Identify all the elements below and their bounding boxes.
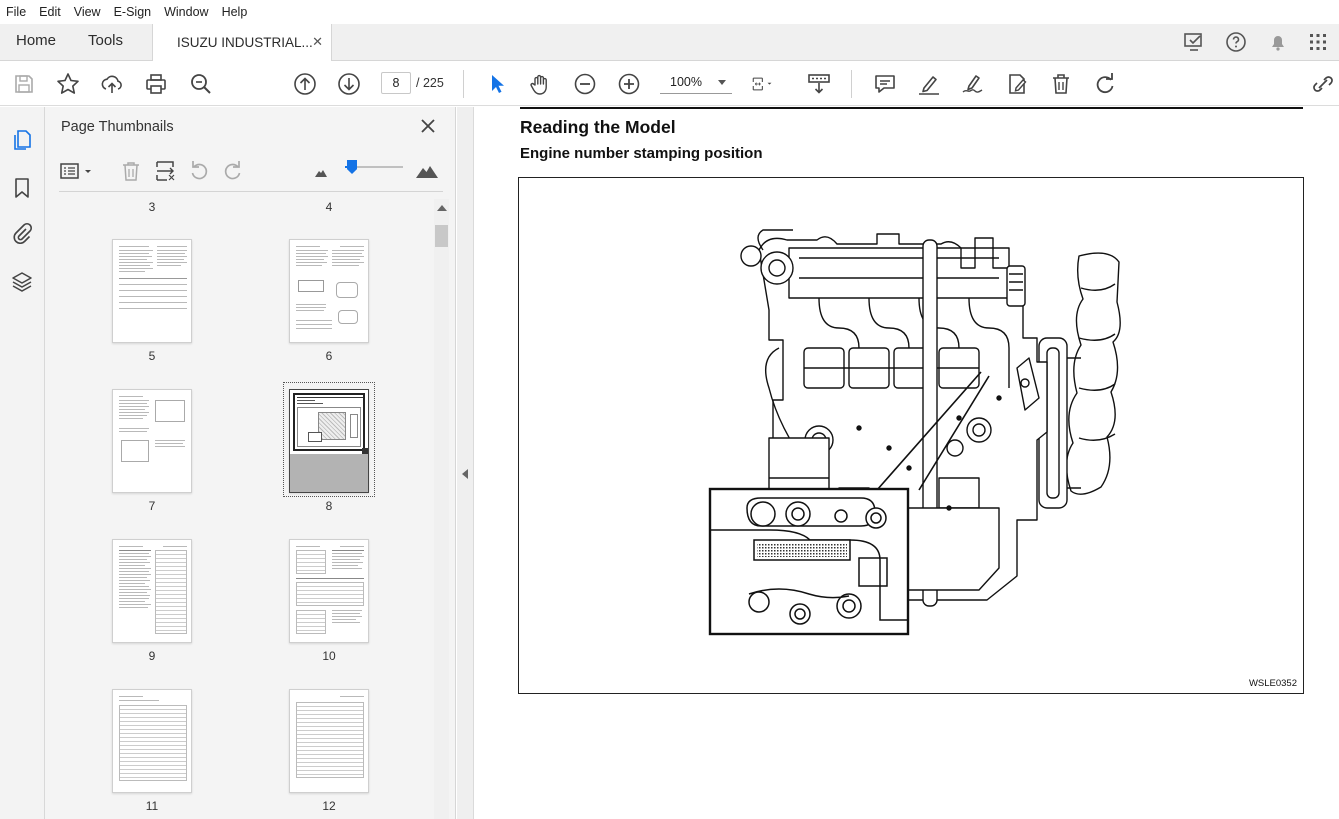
zoom-in-icon[interactable] [616,71,642,97]
thumbnail-label: 12 [322,799,336,813]
chevron-left-icon [462,469,468,479]
page-total: / 225 [416,76,444,90]
large-mountain-icon [415,159,439,183]
scrollbar-thumb[interactable] [435,225,448,247]
thumbnail-label: 10 [322,649,336,663]
chevron-down-icon [718,80,726,85]
header-rule [520,107,1303,109]
thumbnail-scrollbar[interactable] [434,199,449,819]
engine-figure: WSLE0352 [518,177,1304,694]
fit-page-icon[interactable] [750,71,790,97]
menu-bar: File Edit View E-Sign Window Help [0,0,1339,24]
scroll-up-icon[interactable] [437,205,447,211]
page-subheading: Engine number stamping position [520,145,763,162]
page-heading: Reading the Model [520,117,676,137]
notification-bell-icon[interactable] [1266,30,1290,54]
scroll-mode-icon[interactable] [806,71,832,97]
page-thumbnail-6[interactable] [289,239,369,343]
engine-drawing [708,229,1121,636]
page-thumbnail-9[interactable] [112,539,192,643]
menu-edit[interactable]: Edit [39,5,61,19]
draw-signature-icon[interactable] [960,71,986,97]
zoom-search-icon[interactable] [188,71,214,97]
panel-collapse-handle[interactable] [457,107,474,819]
attachment-icon[interactable] [11,222,33,244]
toolbar-separator [851,70,852,98]
tab-tools[interactable]: Tools [88,32,124,49]
page-thumbnails-icon[interactable] [11,129,33,151]
cursor-icon[interactable] [484,71,510,97]
edit-text-icon[interactable] [1004,71,1030,97]
slider-handle[interactable] [347,160,357,174]
tab-document-label: ISUZU INDUSTRIAL... [177,35,313,50]
tab-bar: Home Tools ISUZU INDUSTRIAL... ✕ [0,24,1339,61]
share-link-icon[interactable] [1310,71,1336,97]
rotate-left-icon[interactable] [187,159,211,183]
print-icon[interactable] [143,71,169,97]
tab-document[interactable]: ISUZU INDUSTRIAL... ✕ [152,24,332,61]
page-thumbnail-12[interactable] [289,689,369,793]
page-thumbnail-8[interactable] [289,389,369,493]
zoom-level-value: 100% [670,75,702,89]
thumbnail-label: 11 [145,799,159,813]
navigation-rail [0,107,45,819]
close-panel-icon[interactable] [418,116,438,136]
save-icon[interactable] [11,71,37,97]
menu-view[interactable]: View [73,5,101,19]
menu-file[interactable]: File [6,5,27,19]
upload-icon[interactable] [99,71,125,97]
menu-window[interactable]: Window [164,5,209,19]
layers-icon[interactable] [11,270,33,292]
thumbnail-options-icon[interactable] [59,159,97,183]
zoom-out-icon[interactable] [572,71,598,97]
zoom-level-select[interactable]: 100% [660,72,732,94]
hand-icon[interactable] [527,71,553,97]
page-thumbnail-5[interactable] [112,239,192,343]
document-view[interactable]: Reading the Model Engine number stamping… [475,107,1339,819]
thumbnail-label: 3 [148,200,156,214]
share-screen-icon[interactable] [1182,30,1206,54]
page-thumbnail-11[interactable] [112,689,192,793]
menu-esign[interactable]: E-Sign [113,5,152,19]
bookmark-icon[interactable] [11,177,33,199]
page-up-icon[interactable] [292,71,318,97]
thumbnail-label: 6 [325,349,333,363]
comment-icon[interactable] [872,71,898,97]
star-icon[interactable] [55,71,81,97]
delete-icon[interactable] [1048,71,1074,97]
panel-title: Page Thumbnails [61,119,174,135]
small-mountain-icon [309,159,333,183]
help-icon[interactable] [1224,30,1248,54]
apps-grid-icon[interactable] [1306,30,1330,54]
thumbnail-list: 3 4 5 6 [45,192,435,819]
toolbar-separator [463,70,464,98]
delete-page-icon[interactable] [119,159,143,183]
rotate-right-icon[interactable] [221,159,245,183]
page-down-icon[interactable] [336,71,362,97]
panel-divider [59,191,443,192]
highlight-pen-icon[interactable] [916,71,942,97]
thumbnails-panel: Page Thumbnails 3 4 [45,107,456,819]
page-thumbnail-10[interactable] [289,539,369,643]
thumbnail-label: 9 [148,649,156,663]
thumbnail-label: 8 [325,499,333,513]
page-number-input[interactable]: 8 [381,72,411,94]
menu-help[interactable]: Help [221,5,248,19]
main-toolbar: 8 / 225 100% [0,62,1339,106]
thumbnail-toolbar [45,151,456,191]
redo-icon[interactable] [1092,71,1118,97]
thumbnail-size-slider[interactable] [345,166,403,168]
tab-home[interactable]: Home [16,32,57,49]
thumbnail-label: 5 [148,349,156,363]
thumbnail-label: 7 [148,499,156,513]
page-thumbnail-7[interactable] [112,389,192,493]
figure-code: WSLE0352 [1248,678,1297,689]
close-tab-icon[interactable]: ✕ [312,34,323,49]
thumbnail-label: 4 [325,200,333,214]
insert-page-icon[interactable] [153,159,177,183]
current-page-selection [283,382,375,497]
